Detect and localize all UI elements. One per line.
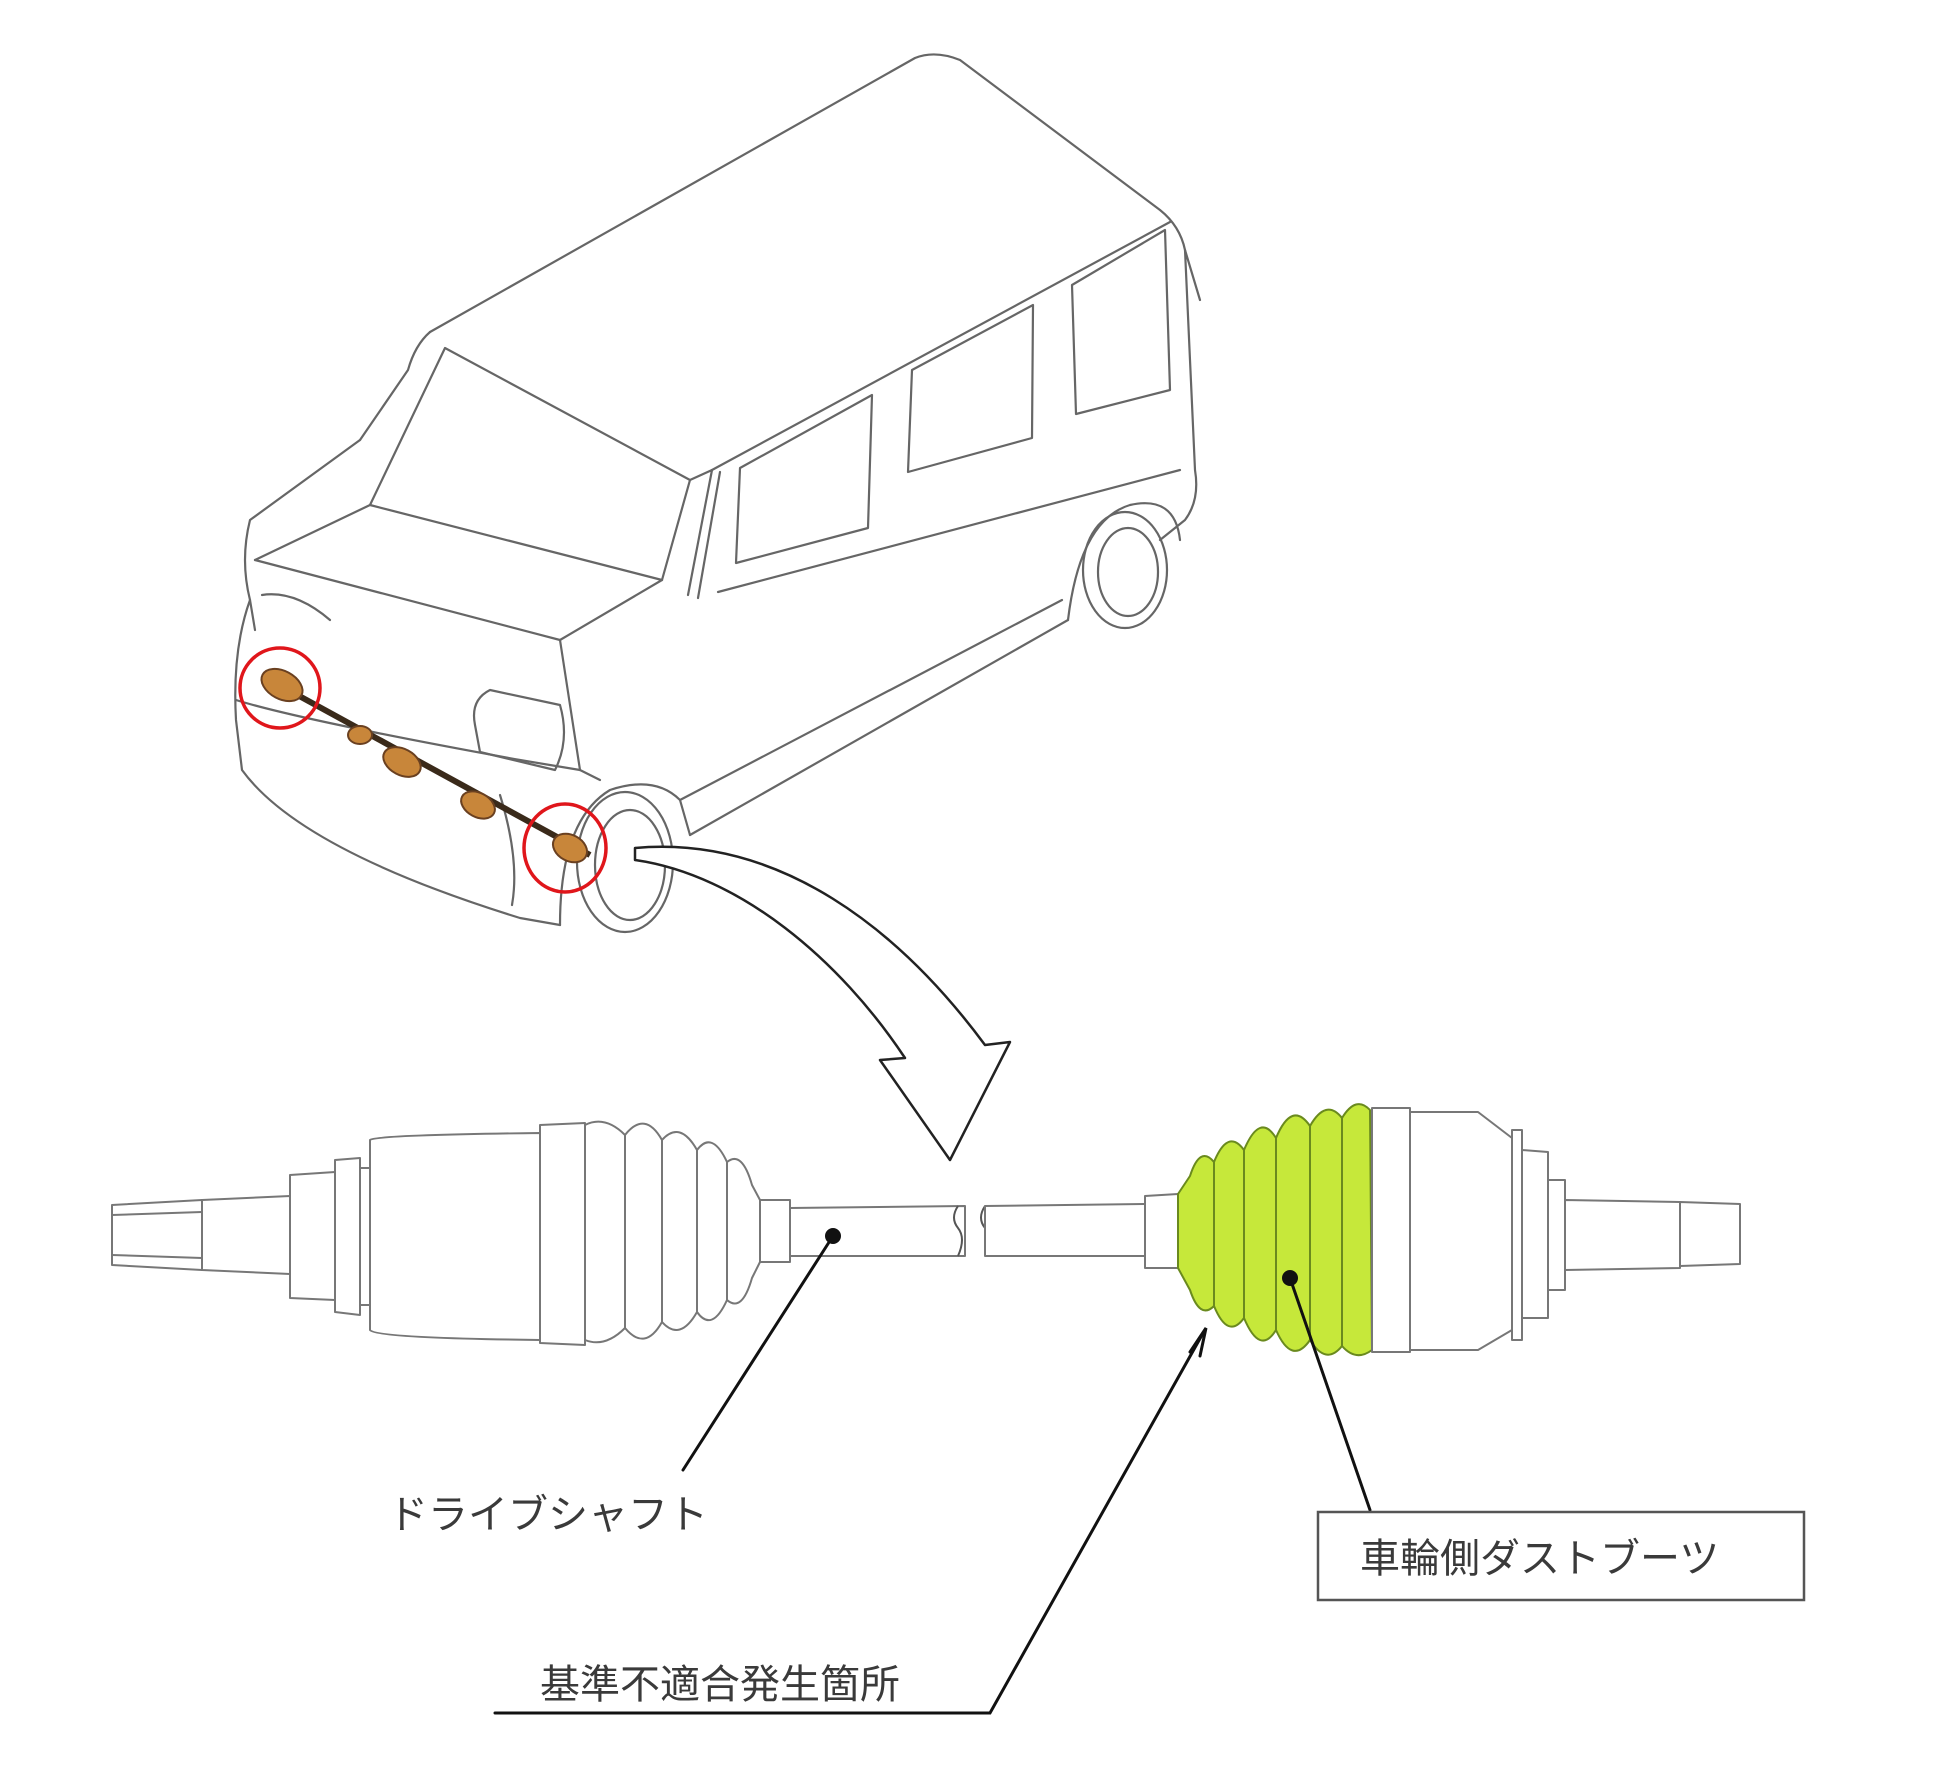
vehicle-drive-shaft-icon	[260, 667, 592, 864]
circle-marker-outer-joint	[522, 802, 608, 894]
circle-marker-inner-joint	[238, 646, 322, 730]
wheel-side-boot-label: 車輪側ダストブーツ	[1360, 1536, 1719, 1582]
curved-hollow-arrow-icon	[633, 845, 1012, 1162]
drive-shaft-detail	[111, 1120, 1179, 1346]
outer-joint-detail	[1371, 1107, 1741, 1353]
vehicle-outline-icon	[234, 53, 1202, 934]
drive-shaft-label: ドライブシャフト	[388, 1492, 708, 1538]
wheel-side-dust-boot	[1177, 1103, 1373, 1357]
wheel-side-boot-label-box	[1316, 1510, 1806, 1602]
defect-location-label: 基準不適合発生箇所	[540, 1662, 900, 1708]
drive-shaft-leader-dot	[825, 1228, 841, 1244]
boot-leader-dot	[1282, 1270, 1298, 1286]
leader-lines	[493, 1234, 1372, 1715]
